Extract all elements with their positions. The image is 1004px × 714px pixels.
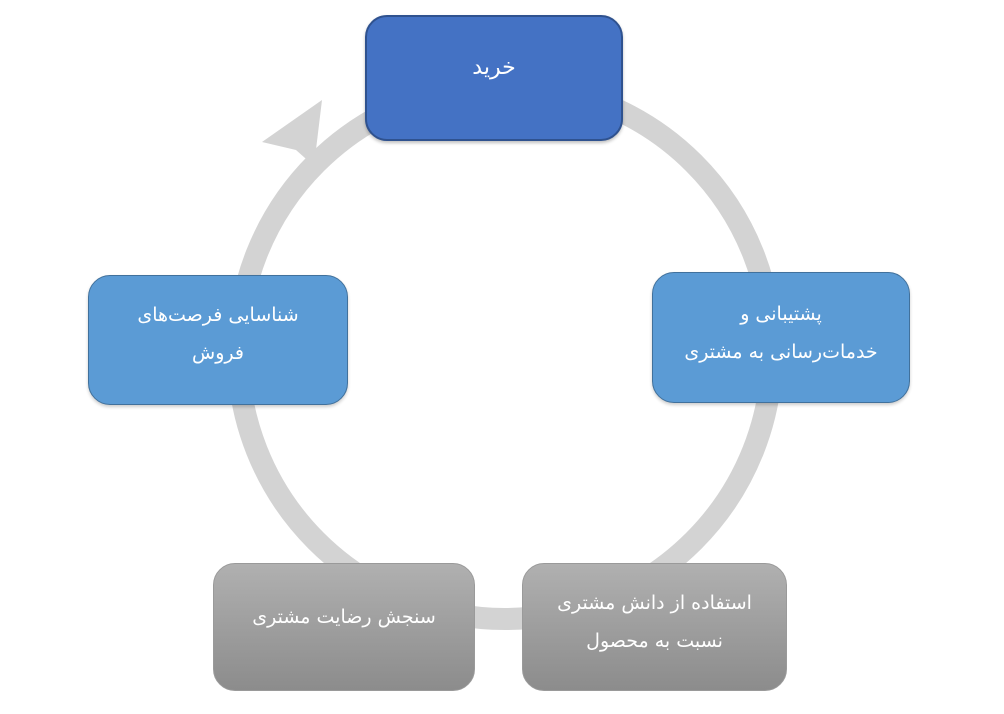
node-support: پشتیبانی و خدمات‌رسانی به مشتری: [652, 272, 910, 403]
node-opportunities: شناسایی فرصت‌های فروش: [88, 275, 348, 405]
node-opportunities-line1: شناسایی فرصت‌های: [137, 304, 299, 326]
node-knowledge-line1: استفاده از دانش مشتری: [557, 592, 752, 614]
node-opportunities-line2: فروش: [192, 342, 244, 364]
node-purchase: خرید: [365, 15, 623, 141]
node-satisfaction-label: سنجش رضایت مشتری: [252, 606, 436, 628]
node-support-line1: پشتیبانی و: [740, 303, 822, 325]
node-knowledge-line2: نسبت به محصول: [586, 630, 723, 652]
node-knowledge: استفاده از دانش مشتری نسبت به محصول: [522, 563, 787, 691]
node-purchase-label: خرید: [472, 55, 516, 80]
node-satisfaction: سنجش رضایت مشتری: [213, 563, 475, 691]
arrow-head-icon: [262, 100, 322, 166]
node-support-line2: خدمات‌رسانی به مشتری: [684, 341, 878, 363]
